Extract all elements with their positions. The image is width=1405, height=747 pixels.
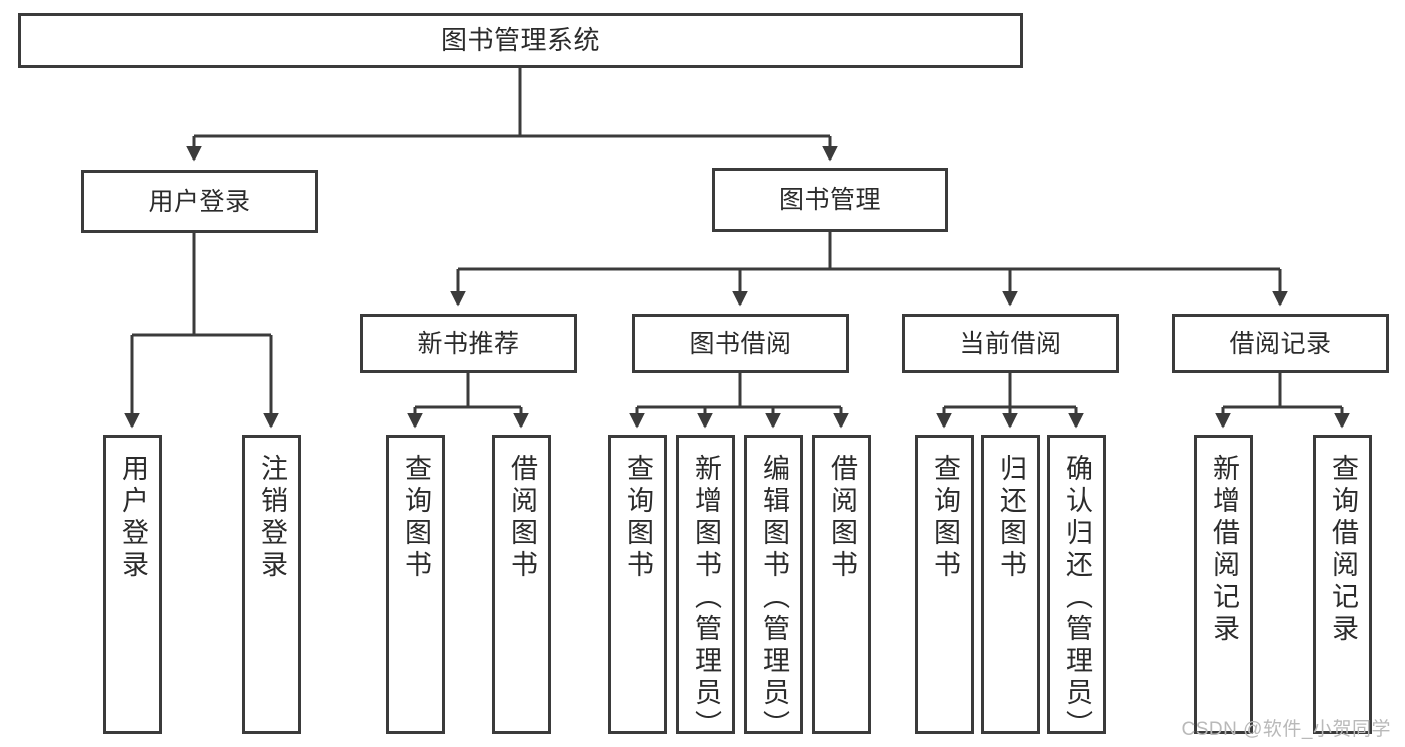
- leaf-return-book-label: 归还图书: [996, 454, 1026, 582]
- node-user-login-label: 用户登录: [148, 187, 251, 216]
- node-book-manage[interactable]: 图书管理: [712, 168, 948, 232]
- leaf-borrow-book-1-label: 借阅图书: [507, 454, 537, 582]
- leaf-logout-label: 注销登录: [257, 454, 287, 582]
- node-borrow-record[interactable]: 借阅记录: [1172, 314, 1389, 373]
- node-current-borrow[interactable]: 当前借阅: [902, 314, 1119, 373]
- leaf-user-login-label: 用户登录: [118, 454, 148, 582]
- leaf-query-book-3[interactable]: 查询图书: [915, 435, 974, 734]
- node-new-book-rec-label: 新书推荐: [417, 329, 520, 358]
- node-book-borrow[interactable]: 图书借阅: [632, 314, 849, 373]
- leaf-query-book-2-label: 查询图书: [623, 454, 653, 582]
- leaf-confirm-return-label: 确认归还（管理员）: [1062, 454, 1092, 742]
- node-user-login[interactable]: 用户登录: [81, 170, 318, 233]
- leaf-add-record-label: 新增借阅记录: [1209, 454, 1239, 646]
- watermark: CSDN @软件_小贺同学: [1181, 719, 1391, 740]
- leaf-logout[interactable]: 注销登录: [242, 435, 301, 734]
- node-borrow-record-label: 借阅记录: [1229, 329, 1332, 358]
- node-current-borrow-label: 当前借阅: [959, 329, 1062, 358]
- node-book-manage-label: 图书管理: [778, 186, 881, 214]
- node-root[interactable]: 图书管理系统: [18, 13, 1023, 68]
- leaf-add-book-label: 新增图书（管理员）: [691, 454, 721, 742]
- leaf-query-book-1-label: 查询图书: [401, 454, 431, 582]
- leaf-query-book-1[interactable]: 查询图书: [386, 435, 445, 734]
- leaf-add-record[interactable]: 新增借阅记录: [1194, 435, 1253, 734]
- leaf-user-login[interactable]: 用户登录: [103, 435, 162, 734]
- leaf-query-book-2[interactable]: 查询图书: [608, 435, 667, 734]
- leaf-edit-book-label: 编辑图书（管理员）: [759, 454, 789, 742]
- node-book-borrow-label: 图书借阅: [689, 329, 792, 358]
- leaf-borrow-book-1[interactable]: 借阅图书: [492, 435, 551, 734]
- leaf-query-record-label: 查询借阅记录: [1328, 454, 1358, 646]
- leaf-add-book[interactable]: 新增图书（管理员）: [676, 435, 735, 742]
- leaf-borrow-book-2[interactable]: 借阅图书: [812, 435, 871, 734]
- node-new-book-rec[interactable]: 新书推荐: [360, 314, 577, 373]
- node-root-label: 图书管理系统: [440, 24, 600, 55]
- leaf-confirm-return[interactable]: 确认归还（管理员）: [1047, 435, 1106, 742]
- leaf-borrow-book-2-label: 借阅图书: [827, 454, 857, 582]
- leaf-edit-book[interactable]: 编辑图书（管理员）: [744, 435, 803, 742]
- leaf-query-record[interactable]: 查询借阅记录: [1313, 435, 1372, 734]
- leaf-query-book-3-label: 查询图书: [930, 454, 960, 582]
- leaf-return-book[interactable]: 归还图书: [981, 435, 1040, 734]
